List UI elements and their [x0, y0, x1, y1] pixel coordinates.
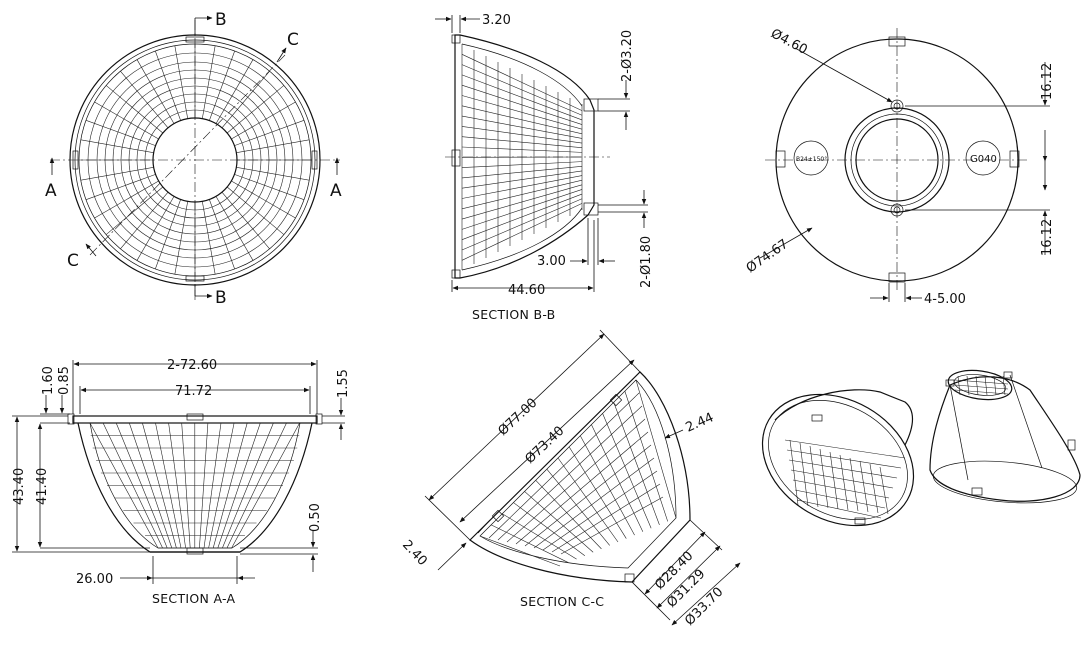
- bb-hole-top: 2-Ø3.20: [620, 30, 635, 82]
- cc-wall: 2.44: [684, 410, 717, 435]
- bb-pin-top: [583, 98, 599, 112]
- top-marking-left: B24±150°: [796, 156, 827, 163]
- front-tab-left: [72, 150, 79, 170]
- bb-lip-width: 3.20: [482, 13, 511, 28]
- iso-open-rim: [761, 393, 915, 527]
- top-offset-top: 16.12: [1040, 63, 1055, 100]
- aa-grid: [89, 422, 300, 549]
- iso-view-closed: [929, 369, 1081, 504]
- front-tab-top: [185, 36, 205, 43]
- top-hole-dia: Ø4.60: [768, 26, 810, 58]
- front-tab-bottom: [185, 275, 205, 282]
- section-c-marker-bottom: C: [67, 251, 79, 271]
- top-view: B24±150° G040 Ø4.60 16.12 16.12 Ø74.67 4…: [744, 26, 1055, 307]
- section-aa-caption: SECTION A-A: [152, 591, 236, 606]
- front-view: B B A A C C: [45, 10, 342, 308]
- top-tab-width: 4-5.00: [924, 292, 966, 307]
- section-bb-caption: SECTION B-B: [472, 307, 556, 322]
- top-offset-bottom: 16.12: [1040, 219, 1055, 256]
- bb-hole-bottom: 2-Ø1.80: [639, 236, 654, 288]
- bb-pin-bottom: [583, 202, 599, 216]
- section-a-marker-right: A: [330, 181, 342, 201]
- bb-height: 44.60: [508, 283, 545, 298]
- section-bb-view: 3.20 2-Ø3.20 2-Ø1.80 3.00 44.60 SECTION …: [435, 13, 654, 322]
- top-tab-right: [1009, 150, 1020, 168]
- front-centerline-c: [89, 54, 286, 256]
- iso-closed-shell: [929, 376, 1081, 502]
- aa-lip-1: 1.60: [41, 366, 56, 395]
- aa-bottom-width: 26.00: [76, 572, 113, 587]
- iso-open-grid: [784, 439, 906, 519]
- aa-base: 0.50: [308, 503, 323, 532]
- section-aa-view: 2-72.60 71.72 1.60 0.85 1.55 43.40 41.40…: [12, 358, 351, 606]
- cc-grid: [479, 379, 677, 567]
- aa-lip-2: 0.85: [57, 366, 72, 395]
- section-b-marker-bottom: B: [215, 288, 227, 308]
- section-a-marker-left: A: [45, 181, 57, 201]
- top-marking-right: G040: [970, 154, 997, 165]
- bb-step: 3.00: [537, 254, 566, 269]
- top-label-circle-right: [965, 140, 1001, 176]
- cc-outer-dia: Ø77.00: [495, 396, 540, 439]
- iso-closed-grid: [954, 375, 1009, 396]
- aa-height-inner: 41.40: [35, 468, 50, 505]
- iso-view-open: [761, 389, 915, 527]
- front-tab-right: [311, 150, 318, 170]
- aa-flange: [72, 415, 318, 424]
- top-tab-left: [775, 150, 786, 168]
- cc-inner-dia: Ø73.40: [522, 424, 567, 467]
- top-label-circle-left: [793, 140, 829, 176]
- section-cc-view: Ø77.00 Ø73.40 2.44 2.40 Ø28.40 Ø31.29 Ø3…: [399, 329, 741, 629]
- aa-overall-width: 2-72.60: [167, 358, 217, 373]
- section-cc-caption: SECTION C-C: [520, 594, 604, 609]
- section-c-marker-top: C: [287, 30, 299, 50]
- top-outer-dia: Ø74.67: [744, 237, 791, 277]
- cc-rim: 2.40: [399, 537, 430, 568]
- aa-inner-width: 71.72: [175, 384, 212, 399]
- aa-height-total: 43.40: [12, 468, 27, 505]
- bb-outer-profile: [454, 34, 595, 279]
- section-b-marker-top: B: [215, 10, 227, 30]
- aa-flange: 1.55: [336, 369, 351, 398]
